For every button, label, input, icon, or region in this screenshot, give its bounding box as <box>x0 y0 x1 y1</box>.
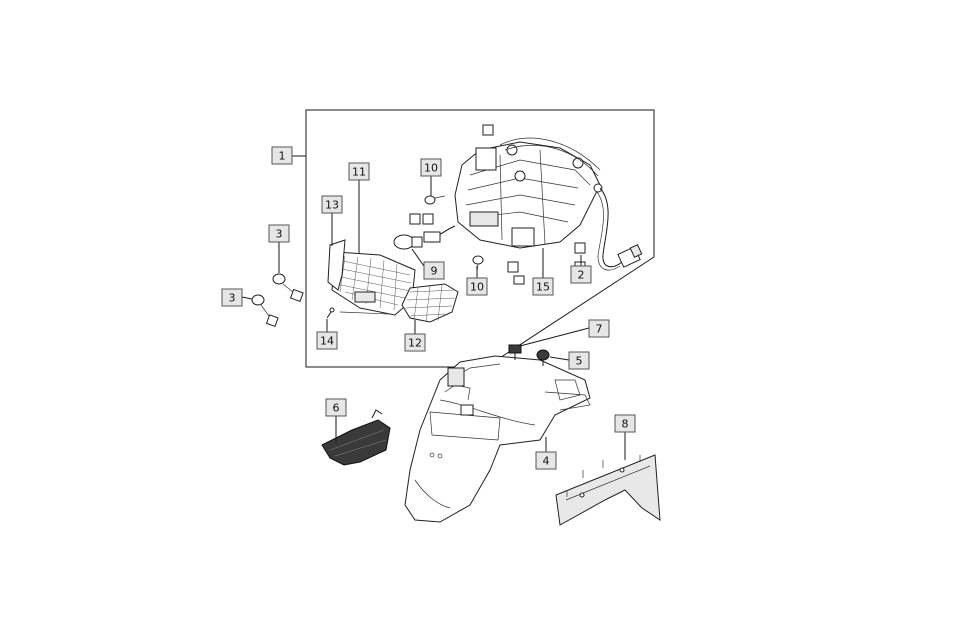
callout-13: 13 <box>321 195 343 214</box>
nut-set-lower <box>251 294 279 328</box>
callout-15: 15 <box>532 277 554 296</box>
callout-1: 1 <box>271 146 293 165</box>
callout-8-text: 8 <box>622 418 629 431</box>
callout-4: 4 <box>535 451 557 470</box>
clip-left-2 <box>422 213 434 225</box>
mud-flap <box>555 454 661 526</box>
callout-9-text: 9 <box>431 265 438 278</box>
callout-15-text: 15 <box>536 281 550 294</box>
callout-12-text: 12 <box>408 337 422 350</box>
callout-3-upper-text: 3 <box>276 228 283 241</box>
lens-screw <box>326 307 335 319</box>
clip-mid-2 <box>513 275 525 285</box>
bulb <box>393 234 423 250</box>
fender-bolt <box>508 344 522 360</box>
callout-5: 5 <box>568 351 590 370</box>
callout-10-lower: 10 <box>466 277 488 296</box>
bulb-socket <box>423 231 441 243</box>
callout-13-text: 13 <box>325 199 339 212</box>
nut-set-upper <box>272 273 304 303</box>
clip-mid <box>507 261 519 273</box>
screw-upper <box>424 195 446 205</box>
callout-10-lower-text: 10 <box>470 281 484 294</box>
callout-6-text: 6 <box>333 402 340 415</box>
callout-9: 9 <box>423 261 445 280</box>
callout-7-text: 7 <box>596 323 603 336</box>
fender-screw <box>536 349 550 366</box>
callout-14: 14 <box>316 331 338 350</box>
wiring-harness <box>599 187 623 268</box>
clip-left <box>409 213 421 225</box>
callout-8: 8 <box>614 414 636 433</box>
callout-6: 6 <box>325 398 347 417</box>
callout-2: 2 <box>570 265 592 284</box>
callout-7: 7 <box>588 319 610 338</box>
callout-1-text: 1 <box>279 150 286 163</box>
wire-connector <box>617 244 643 268</box>
screw-lower <box>472 255 484 273</box>
callout-4-text: 4 <box>543 455 550 468</box>
callout-10-upper: 10 <box>420 158 442 177</box>
callout-3-lower: 3 <box>221 288 243 307</box>
turn-signal-lens <box>401 283 459 323</box>
callout-14-text: 14 <box>320 335 334 348</box>
lens-gasket <box>327 239 346 291</box>
assembly-frame <box>305 109 655 368</box>
callout-3-lower-text: 3 <box>229 292 236 305</box>
callout-3-upper: 3 <box>268 224 290 243</box>
callout-5-text: 5 <box>576 355 583 368</box>
callout-11-text: 11 <box>352 166 366 179</box>
callout-12: 12 <box>404 333 426 352</box>
license-bracket <box>321 409 391 466</box>
callout-11: 11 <box>348 162 370 181</box>
rear-fender <box>404 355 591 523</box>
tail-light-housing <box>454 137 603 249</box>
callout-10-upper-text: 10 <box>424 162 438 175</box>
clip-top <box>482 124 494 136</box>
callout-2-text: 2 <box>578 269 585 282</box>
clip-right <box>574 242 586 254</box>
